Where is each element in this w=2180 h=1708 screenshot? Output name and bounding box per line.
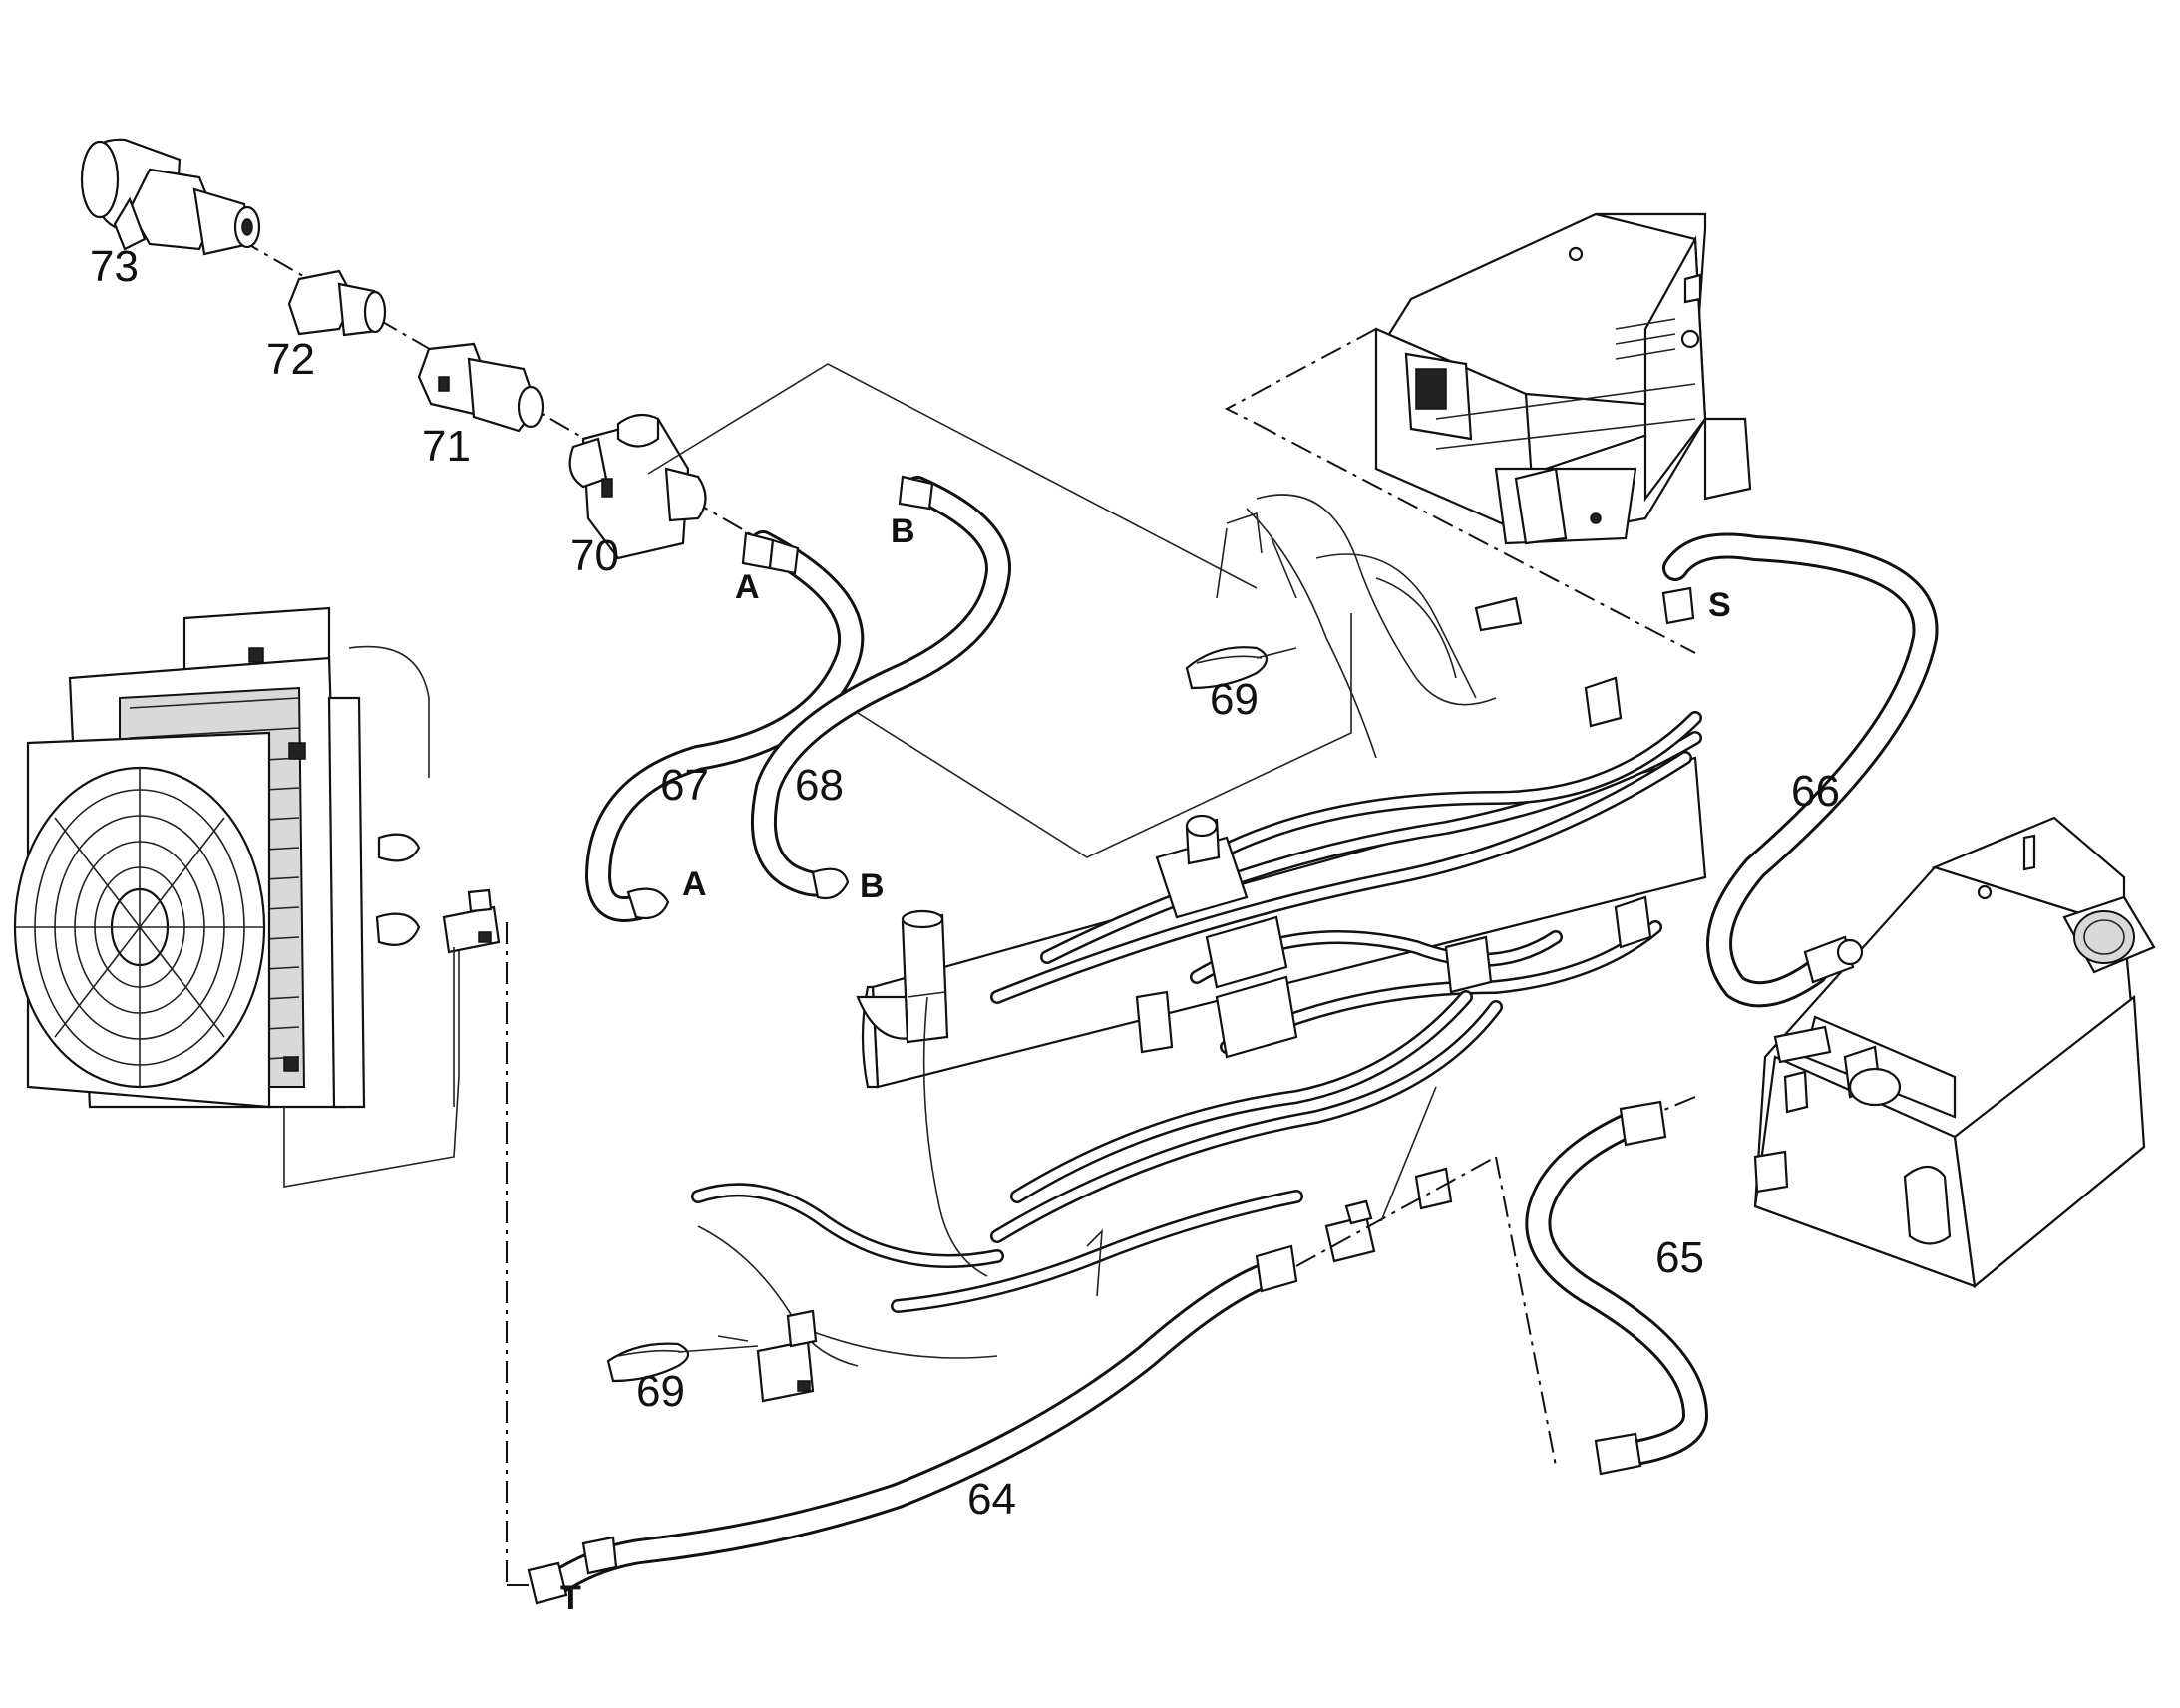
port-label-b-bottom: B — [860, 867, 885, 905]
callout-71: 71 — [422, 422, 471, 471]
hose-67 — [585, 530, 865, 922]
hose-66 — [1661, 532, 1939, 1008]
inline-tee-fitting — [1295, 1086, 1497, 1267]
central-harness-frame — [691, 494, 1707, 1403]
port-label-b-top: B — [891, 512, 915, 550]
callout-70: 70 — [570, 531, 619, 580]
part-73-adapter — [80, 138, 261, 256]
part-72-nipple — [287, 269, 387, 337]
part-71-union — [417, 342, 545, 433]
fitting-stack — [80, 138, 759, 560]
port-label-a-top: A — [735, 568, 760, 606]
port-label-t: T — [560, 1579, 581, 1617]
port-label-s: S — [1708, 586, 1731, 624]
cable-tie-upper — [1185, 646, 1297, 690]
hose-64 — [527, 1244, 1298, 1605]
hose-68 — [750, 475, 1011, 900]
manifold-blocks — [1135, 596, 1652, 1059]
callout-72: 72 — [266, 335, 315, 384]
valve-block-small — [442, 888, 501, 1107]
upper-right-housing — [1374, 212, 1752, 545]
lower-valve-block — [756, 1309, 818, 1403]
callout-66: 66 — [1791, 767, 1840, 816]
hose-65 — [1525, 1100, 1708, 1476]
callout-64: 64 — [967, 1475, 1016, 1524]
port-label-a-bottom: A — [682, 865, 707, 903]
filter-canister — [901, 909, 949, 1044]
part-70-tee-block — [568, 413, 707, 560]
housing-dash-line — [1224, 328, 1696, 654]
wiring-harness — [691, 494, 1702, 1367]
leader-lines — [647, 363, 1352, 1342]
cable-tie-lower — [606, 1342, 759, 1383]
oil-cooler-assembly — [13, 606, 460, 1188]
hydraulic-tank — [1753, 816, 2156, 1289]
callout-69-bottom: 69 — [636, 1367, 685, 1416]
callout-67: 67 — [660, 761, 709, 810]
callout-73: 73 — [90, 242, 139, 291]
callout-68: 68 — [795, 761, 844, 810]
callout-65: 65 — [1655, 1233, 1704, 1282]
callout-69-top: 69 — [1210, 675, 1259, 724]
tank-cap — [2062, 895, 2156, 974]
fan-guard — [13, 766, 266, 1089]
